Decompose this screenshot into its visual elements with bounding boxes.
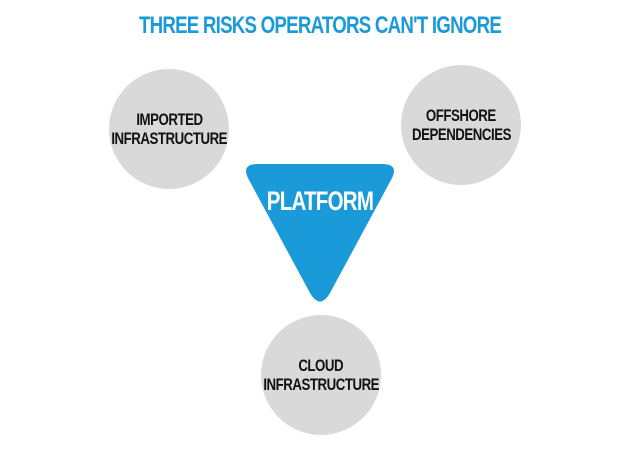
risk-circle-cloud-infrastructure: CLOUD INFRASTRUCTURE [261, 315, 381, 435]
risk-label-line1: OFFSHORE [426, 106, 496, 125]
risk-label-line2: DEPENDENCIES [411, 125, 511, 144]
risk-label-line2: INFRASTRUCTURE [263, 375, 379, 394]
platform-label: PLATFORM [266, 186, 374, 216]
risk-label-line1: CLOUD [298, 356, 344, 375]
risk-label-line2: INFRASTRUCTURE [111, 129, 227, 148]
risk-circle-offshore-dependencies: OFFSHORE DEPENDENCIES [401, 65, 521, 185]
diagram-title: THREE RISKS OPERATORS CAN'T IGNORE [138, 12, 502, 39]
risk-circle-imported-infrastructure: IMPORTED INFRASTRUCTURE [109, 69, 229, 189]
platform-triangle-shape [246, 164, 394, 302]
risk-label-line1: IMPORTED [135, 110, 203, 129]
platform-triangle [246, 164, 394, 302]
